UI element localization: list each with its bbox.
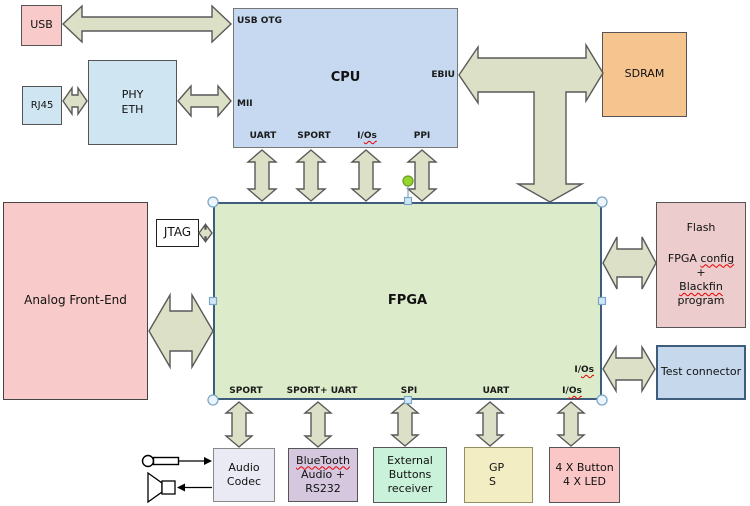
arrow-rj45-phy[interactable] bbox=[62, 85, 88, 117]
buttons-leds-label-line1: 4 X Button bbox=[555, 460, 614, 474]
gps-label-line2: S bbox=[489, 475, 496, 488]
arrow-fpga-test[interactable] bbox=[602, 344, 656, 394]
phy-label-line2: ETH bbox=[121, 102, 144, 116]
rj45-box[interactable]: RJ45 bbox=[22, 86, 62, 125]
fpga-port-uart-label: UART bbox=[482, 386, 510, 396]
cpu-label: CPU bbox=[330, 69, 361, 85]
audio-codec-label-line2: Codec bbox=[226, 475, 262, 488]
speaker-icon[interactable] bbox=[147, 471, 212, 504]
arrow-ebiu-sdram-fpga[interactable] bbox=[458, 42, 604, 203]
gps-box[interactable]: GP S bbox=[464, 447, 533, 503]
bluetooth-label-line1: BlueTooth bbox=[296, 453, 350, 467]
fpga-port-spi-label: SPI bbox=[400, 386, 418, 396]
arrow-fpga-buttons[interactable] bbox=[556, 401, 586, 447]
jtag-label: JTAG bbox=[163, 225, 192, 240]
arrow-fpga-audio[interactable] bbox=[224, 401, 254, 448]
test-connector-label: Test connector bbox=[660, 365, 742, 379]
phy-label-line1: PHY bbox=[121, 88, 144, 102]
cpu-port-ppi-label: PPI bbox=[413, 131, 431, 141]
arrow-fpga-gps[interactable] bbox=[475, 401, 505, 447]
jtag-box[interactable]: JTAG bbox=[156, 219, 199, 247]
cpu-port-mii-label: MII bbox=[237, 99, 253, 109]
cpu-port-ebiu-label: EBIU bbox=[431, 70, 455, 80]
fpga-handle-bottom-middle[interactable] bbox=[403, 395, 413, 405]
usb-box[interactable]: USB bbox=[21, 5, 62, 46]
arrow-analog-fpga[interactable] bbox=[148, 292, 214, 370]
bluetooth-label-line2: Audio + bbox=[301, 467, 345, 481]
arrow-fpga-external[interactable] bbox=[390, 401, 420, 447]
arrow-phy-cpu[interactable] bbox=[177, 84, 232, 118]
usb-label: USB bbox=[30, 18, 53, 32]
phy-eth-box[interactable]: PHY ETH bbox=[88, 60, 177, 145]
flash-label-line4: Blackfin bbox=[679, 280, 723, 294]
mic-icon[interactable] bbox=[141, 454, 213, 468]
fpga-port-ios-bottom-label: I/Os bbox=[562, 386, 582, 396]
audio-codec-box[interactable]: Audio Codec bbox=[213, 448, 275, 502]
arrow-cpu-fpga-uart[interactable] bbox=[246, 149, 278, 202]
flash-label-line5: program bbox=[677, 294, 725, 308]
cpu-port-uart-label: UART bbox=[249, 131, 277, 141]
fpga-port-ios-right-label: I/Os bbox=[574, 365, 594, 375]
fpga-handle-top-left[interactable] bbox=[207, 196, 219, 208]
fpga-selection-handles bbox=[207, 175, 608, 406]
fpga-port-sport-uart-label: SPORT+ UART bbox=[286, 386, 358, 396]
external-buttons-label-line1: External bbox=[387, 453, 433, 467]
gps-label-line1: GP bbox=[489, 460, 505, 474]
analog-front-end-label: Analog Front-End bbox=[24, 293, 127, 308]
cpu-box[interactable]: CPU bbox=[233, 8, 458, 148]
cpu-port-ios-label: I/Os bbox=[357, 131, 377, 141]
fpga-label: FPGA bbox=[387, 292, 428, 308]
flash-label-line1: Flash bbox=[686, 221, 716, 235]
rj45-label: RJ45 bbox=[30, 100, 54, 111]
fpga-handle-middle-left[interactable] bbox=[208, 296, 218, 306]
fpga-port-sport-label: SPORT bbox=[229, 386, 263, 396]
external-buttons-box[interactable]: External Buttons receiver bbox=[373, 447, 447, 503]
arrow-fpga-bluetooth[interactable] bbox=[303, 401, 333, 448]
fpga-rotation-handle[interactable] bbox=[402, 175, 414, 187]
flash-label-line2: FPGA config bbox=[667, 251, 735, 265]
analog-front-end-box[interactable]: Analog Front-End bbox=[3, 202, 148, 400]
cpu-port-sport-label: SPORT bbox=[297, 131, 331, 141]
bluetooth-box[interactable]: BlueTooth Audio + RS232 bbox=[288, 448, 358, 502]
external-buttons-label-line2: Buttons bbox=[388, 467, 432, 481]
arrow-jtag-fpga[interactable] bbox=[198, 222, 213, 244]
buttons-leds-label-line2: 4 X LED bbox=[562, 475, 607, 488]
flash-label-line3: + bbox=[696, 265, 706, 279]
cpu-port-usb-otg-label: USB OTG bbox=[237, 16, 282, 26]
sdram-box[interactable]: SDRAM bbox=[602, 32, 687, 117]
fpga-handle-bottom-right[interactable] bbox=[596, 394, 608, 406]
arrow-cpu-fpga-ios[interactable] bbox=[350, 149, 382, 202]
arrow-usb-cpu[interactable] bbox=[61, 4, 233, 44]
arrow-cpu-fpga-sport[interactable] bbox=[295, 149, 327, 202]
external-buttons-label-line3: receiver bbox=[387, 482, 433, 496]
buttons-leds-box[interactable]: 4 X Button 4 X LED bbox=[549, 447, 620, 503]
test-connector-box[interactable]: Test connector bbox=[656, 345, 746, 400]
fpga-handle-middle-right[interactable] bbox=[597, 296, 607, 306]
fpga-handle-bottom-left[interactable] bbox=[207, 394, 219, 406]
bluetooth-label-line3: RS232 bbox=[305, 482, 341, 496]
flash-box[interactable]: Flash FPGA config + Blackfin program bbox=[656, 202, 746, 328]
sdram-label: SDRAM bbox=[624, 67, 665, 81]
arrow-cpu-fpga-ppi[interactable] bbox=[406, 149, 438, 202]
fpga-handle-top-middle[interactable] bbox=[403, 196, 413, 206]
arrow-fpga-flash[interactable] bbox=[602, 236, 657, 290]
audio-codec-label-line1: Audio bbox=[228, 460, 260, 474]
fpga-handle-top-right[interactable] bbox=[596, 196, 608, 208]
